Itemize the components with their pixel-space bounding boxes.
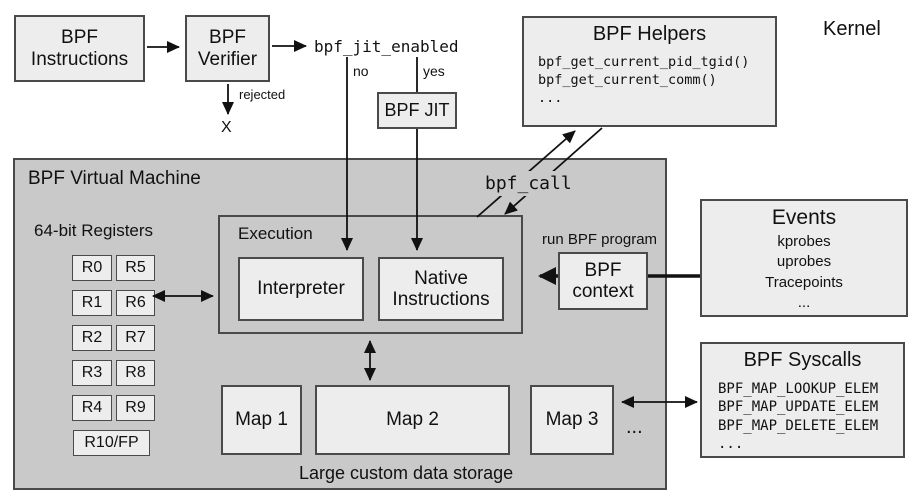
register-label: R1: [81, 294, 103, 311]
bpf-syscalls-box: BPF Syscalls BPF_MAP_LOOKUP_ELEM BPF_MAP…: [700, 342, 905, 458]
event-item: kprobes: [777, 233, 831, 250]
register-r1: R1: [72, 290, 112, 316]
interpreter-label: Interpreter: [257, 278, 345, 300]
native-instructions-box: Native Instructions: [378, 257, 504, 321]
rejected-label: rejected: [239, 87, 286, 102]
register-r2: R2: [72, 325, 112, 351]
native-instructions-label: Native Instructions: [392, 267, 490, 310]
map-3-box: Map 3: [530, 385, 614, 455]
event-item: ...: [797, 293, 811, 311]
syscall-item: ...: [718, 436, 744, 453]
execution-title: Execution: [238, 224, 313, 243]
register-r6: R6: [116, 290, 155, 316]
bpf-helpers-title: BPF Helpers: [592, 23, 707, 45]
map-1-label: Map 1: [235, 409, 288, 431]
syscall-item: BPF_MAP_DELETE_ELEM: [718, 417, 879, 434]
bpf-instructions-label: BPF Instructions: [30, 27, 129, 70]
helper-item: bpf_get_current_comm(): [538, 71, 717, 88]
register-r7: R7: [116, 325, 155, 351]
maps-ellipsis: ...: [626, 416, 643, 438]
register-label: R4: [81, 399, 103, 416]
register-r8: R8: [116, 360, 155, 386]
branch-no-label: no: [353, 63, 369, 79]
rejected-x-mark: X: [221, 119, 232, 136]
vm-title: BPF Virtual Machine: [28, 168, 201, 189]
bpf-verifier-label: BPF Verifier: [197, 27, 258, 70]
registers-title: 64-bit Registers: [34, 221, 154, 240]
register-label: R0: [81, 259, 103, 276]
bpf-jit-enabled-label: bpf_jit_enabled: [314, 37, 459, 56]
bpf-helpers-box: BPF Helpers bpf_get_current_pid_tgid() b…: [522, 16, 777, 127]
register-r4: R4: [72, 395, 112, 421]
map-1-box: Map 1: [221, 385, 302, 455]
register-label: R9: [125, 399, 146, 416]
helper-item: ...: [538, 89, 563, 106]
bpf-context-box: BPF context: [558, 252, 648, 310]
register-r0: R0: [72, 255, 112, 281]
register-label: R7: [125, 329, 146, 346]
run-bpf-program-label: run BPF program: [542, 231, 658, 248]
register-r5: R5: [116, 255, 155, 281]
register-r3: R3: [72, 360, 112, 386]
events-box: Events kprobes uprobes Tracepoints ...: [700, 199, 908, 317]
bpf-context-label: BPF context: [572, 259, 634, 302]
map-3-label: Map 3: [545, 409, 599, 431]
bpf-verifier-box: BPF Verifier: [185, 15, 270, 82]
event-item: Tracepoints: [765, 273, 843, 291]
map-2-label: Map 2: [386, 409, 439, 431]
event-item: uprobes: [776, 253, 832, 271]
interpreter-box: Interpreter: [238, 257, 364, 321]
events-title: Events: [771, 206, 837, 229]
branch-yes-label: yes: [423, 63, 445, 79]
register-label: R6: [125, 294, 146, 311]
kernel-label: Kernel: [823, 18, 881, 40]
register-r10-fp: R10/FP: [73, 430, 150, 456]
register-label: R2: [81, 329, 103, 346]
register-label: R10/FP: [84, 434, 139, 451]
storage-caption: Large custom data storage: [299, 463, 514, 483]
bpf-jit-label: BPF JIT: [384, 100, 450, 121]
register-label: R3: [81, 364, 103, 381]
register-label: R8: [125, 364, 146, 381]
map-2-box: Map 2: [315, 385, 510, 455]
syscall-item: BPF_MAP_LOOKUP_ELEM: [718, 381, 879, 397]
register-r9: R9: [116, 395, 155, 421]
bpf-call-label: bpf_call: [480, 171, 577, 196]
syscall-item: BPF_MAP_UPDATE_ELEM: [718, 399, 879, 416]
bpf-jit-box: BPF JIT: [377, 92, 457, 129]
bpf-instructions-box: BPF Instructions: [14, 15, 145, 82]
bpf-syscalls-title: BPF Syscalls: [743, 349, 862, 371]
helper-item: bpf_get_current_pid_tgid(): [538, 54, 750, 70]
register-label: R5: [125, 259, 146, 276]
